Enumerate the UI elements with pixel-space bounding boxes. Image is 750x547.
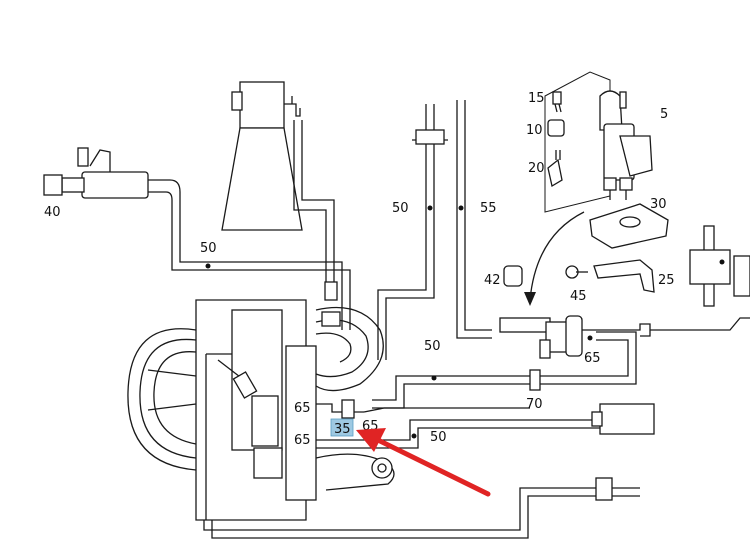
valve-5 bbox=[599, 90, 653, 200]
hose-50-lower bbox=[363, 403, 655, 439]
hose-50-center bbox=[377, 104, 448, 360]
callout-25: 25 bbox=[658, 273, 675, 288]
callout-50-center: 50 bbox=[392, 201, 409, 216]
callout-35-highlight bbox=[330, 418, 354, 437]
callout-20: 20 bbox=[528, 161, 545, 176]
hose-50-left bbox=[171, 210, 351, 330]
intake-manifold bbox=[285, 306, 530, 501]
callout-50-mid: 50 bbox=[424, 339, 441, 354]
engine-block bbox=[195, 299, 307, 521]
red-pointer-arrow bbox=[356, 428, 491, 497]
callout-70: 70 bbox=[526, 397, 543, 412]
part-42 bbox=[503, 265, 523, 287]
intake-valve-assembly bbox=[43, 147, 181, 210]
parts-kit-bracket bbox=[544, 71, 611, 213]
callout-40: 40 bbox=[44, 205, 61, 220]
hose-50-70 bbox=[372, 331, 637, 409]
callout-55: 55 bbox=[480, 201, 497, 216]
callout-50-lower: 50 bbox=[430, 430, 447, 445]
bracket-30 bbox=[589, 203, 669, 249]
callout-65-upper: 65 bbox=[294, 401, 311, 416]
bolt-45 bbox=[565, 265, 588, 279]
bracket-25 bbox=[593, 259, 655, 293]
hose-bottom bbox=[203, 477, 640, 539]
hose-55 bbox=[456, 100, 492, 339]
right-edge-component bbox=[689, 225, 750, 307]
callout-35: 35 bbox=[334, 422, 351, 437]
callout-45: 45 bbox=[570, 289, 587, 304]
callout-65-lower: 65 bbox=[294, 433, 311, 448]
callout-15: 15 bbox=[528, 91, 545, 106]
solenoid-valve-unit bbox=[499, 315, 750, 359]
callout-30: 30 bbox=[650, 197, 667, 212]
callout-42: 42 bbox=[484, 273, 501, 288]
callout-50-left: 50 bbox=[200, 241, 217, 256]
assembly-arrow bbox=[524, 211, 585, 306]
callout-5: 5 bbox=[660, 107, 668, 122]
air-cleaner-housing bbox=[221, 81, 338, 301]
callout-65-valve: 65 bbox=[584, 351, 601, 366]
callout-10: 10 bbox=[526, 123, 543, 138]
belt-drive bbox=[127, 328, 197, 471]
